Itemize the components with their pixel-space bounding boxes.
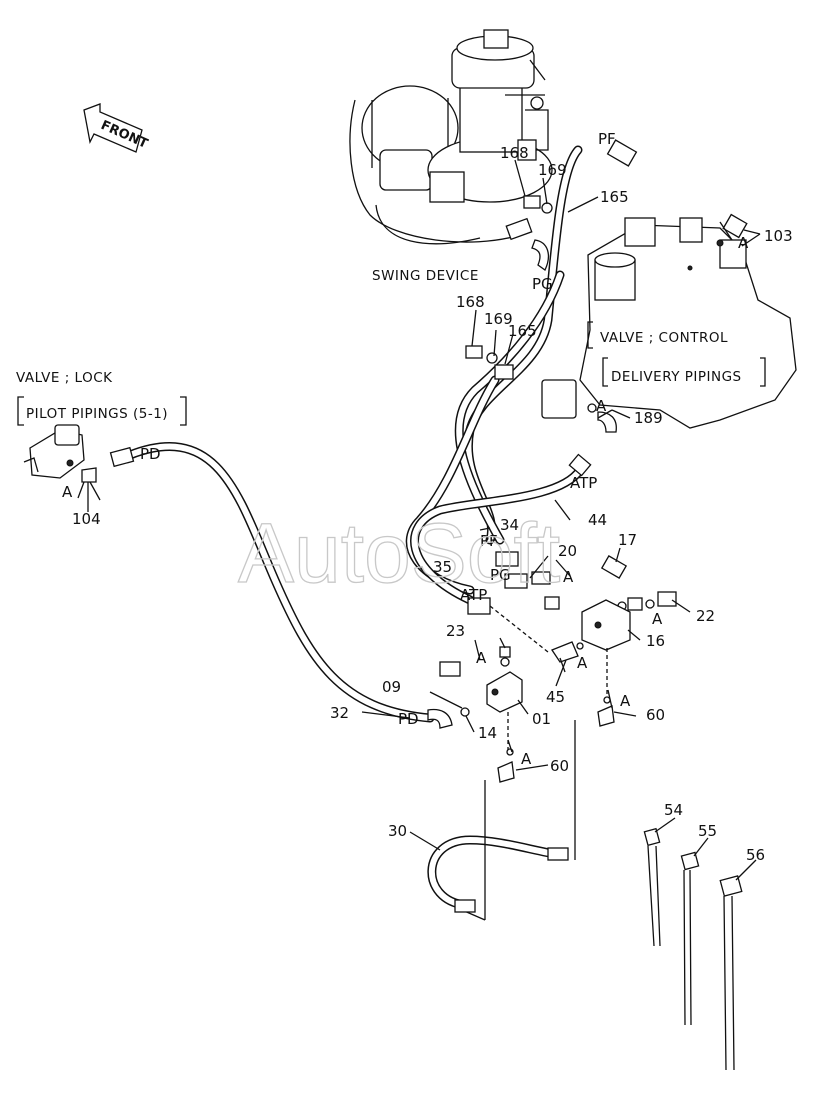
port-label-pf-top: PF xyxy=(598,130,616,148)
cable-tie-54 xyxy=(643,827,661,947)
control-valve-drawing xyxy=(579,217,797,429)
part-55: 55 xyxy=(698,822,717,840)
marker-a-60-top: A xyxy=(620,692,631,710)
port-label-pg-mid: PG xyxy=(490,566,511,584)
cable-tie-56 xyxy=(719,875,743,1071)
caption-valve-control: VALVE ; CONTROL xyxy=(600,330,728,346)
marker-a-23: A xyxy=(476,649,487,667)
marker-a-189: A xyxy=(596,397,607,415)
part-103: 103 xyxy=(764,227,793,245)
leader-lines xyxy=(77,159,761,881)
caption-valve-lock: VALVE ; LOCK xyxy=(16,370,113,386)
part-44: 44 xyxy=(588,511,607,529)
part-23: 23 xyxy=(446,622,465,640)
marker-a-22: A xyxy=(652,610,663,628)
part-17: 17 xyxy=(618,531,637,549)
lock-valve-drawing xyxy=(23,424,85,479)
part-165-mid: 165 xyxy=(508,322,537,340)
part-168-mid: 168 xyxy=(456,293,485,311)
marker-a-20: A xyxy=(563,568,574,586)
part-165-top: 165 xyxy=(600,188,629,206)
part-09: 09 xyxy=(382,678,401,696)
part-104: 104 xyxy=(72,510,101,528)
marker-a-45: A xyxy=(577,654,588,672)
fittings xyxy=(81,139,748,913)
part-14: 14 xyxy=(478,724,497,742)
control-valve-caption: VALVE ; CONTROL DELIVERY PIPINGS xyxy=(587,321,766,387)
caption-pilot-pipings: PILOT PIPINGS (5-1) xyxy=(26,406,168,422)
caption-delivery-pipings: DELIVERY PIPINGS xyxy=(611,369,742,385)
port-label-atp-right: ATP xyxy=(570,474,597,492)
part-16: 16 xyxy=(646,632,665,650)
part-56: 56 xyxy=(746,846,765,864)
caption-swing-device: SWING DEVICE xyxy=(372,268,479,284)
cable-ties xyxy=(643,827,743,1071)
watermark: AutoSoft xyxy=(238,506,560,600)
marker-a-104: A xyxy=(62,483,73,501)
port-label-atp-mid: ATP xyxy=(460,586,487,604)
cable-tie-55 xyxy=(680,851,700,1026)
part-60-bottom: 60 xyxy=(550,757,569,775)
part-32: 32 xyxy=(330,704,349,722)
swing-device-drawing xyxy=(349,29,553,245)
hoses xyxy=(125,145,585,921)
part-60-top: 60 xyxy=(646,706,665,724)
port-label-pg-top: PG xyxy=(532,275,553,293)
part-30: 30 xyxy=(388,822,407,840)
part-189: 189 xyxy=(634,409,663,427)
part-22: 22 xyxy=(696,607,715,625)
front-arrow-icon: FRONT xyxy=(83,103,150,153)
part-01: 01 xyxy=(532,710,551,728)
marker-a-103: A xyxy=(738,234,749,252)
part-20: 20 xyxy=(558,542,577,560)
lock-valve-caption: VALVE ; LOCK PILOT PIPINGS (5-1) xyxy=(16,370,187,426)
port-label-pf-mid: PF xyxy=(480,532,498,550)
port-label-pd-bottom: PD xyxy=(398,710,419,728)
part-169-mid: 169 xyxy=(484,310,513,328)
part-169-top: 169 xyxy=(538,161,567,179)
part-35: 35 xyxy=(433,558,452,576)
part-34: 34 xyxy=(500,516,519,534)
marker-a-60-bottom: A xyxy=(521,750,532,768)
part-54: 54 xyxy=(664,801,683,819)
part-45: 45 xyxy=(546,688,565,706)
part-168-top: 168 xyxy=(500,144,529,162)
port-label-pd-left: PD xyxy=(140,445,161,463)
